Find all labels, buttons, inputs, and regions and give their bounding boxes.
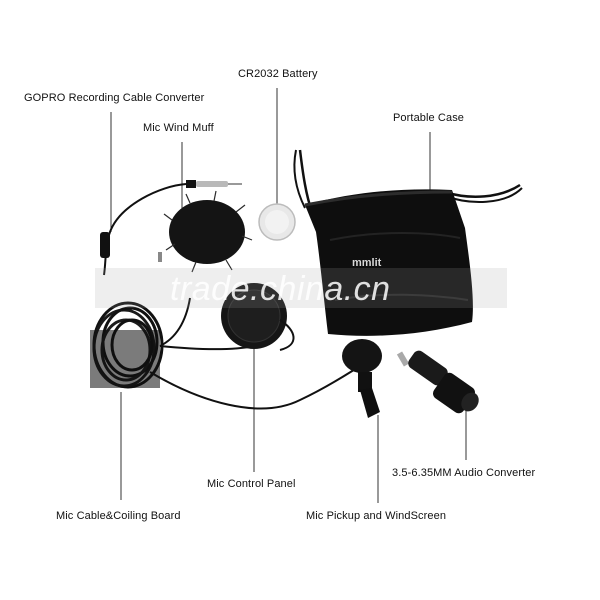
wind-muff [163,190,253,273]
label-audio-converter: 3.5-6.35MM Audio Converter [392,467,536,479]
label-gopro-converter: GOPRO Recording Cable Converter [24,92,205,104]
coiled-cable [90,297,363,410]
portable-case [293,149,523,336]
label-portable-case: Portable Case [393,112,465,124]
gopro-converter [100,180,242,276]
label-mic-cable: Mic Cable&Coiling Board [56,510,181,522]
label-cr2032-battery: CR2032 Battery [238,68,318,80]
mic-pickup [342,339,382,418]
watermark-text: trade.china.cn [170,270,391,308]
cr2032-battery [258,203,296,241]
case-brand-logo: mmlit [352,257,382,269]
watermark-band [95,268,507,308]
audio-converter [396,350,479,414]
label-mic-pickup: Mic Pickup and WindScreen [306,510,447,522]
label-mic-control-panel: Mic Control Panel [207,478,296,490]
label-mic-wind-muff: Mic Wind Muff [143,122,214,134]
mic-control-panel [221,283,295,351]
